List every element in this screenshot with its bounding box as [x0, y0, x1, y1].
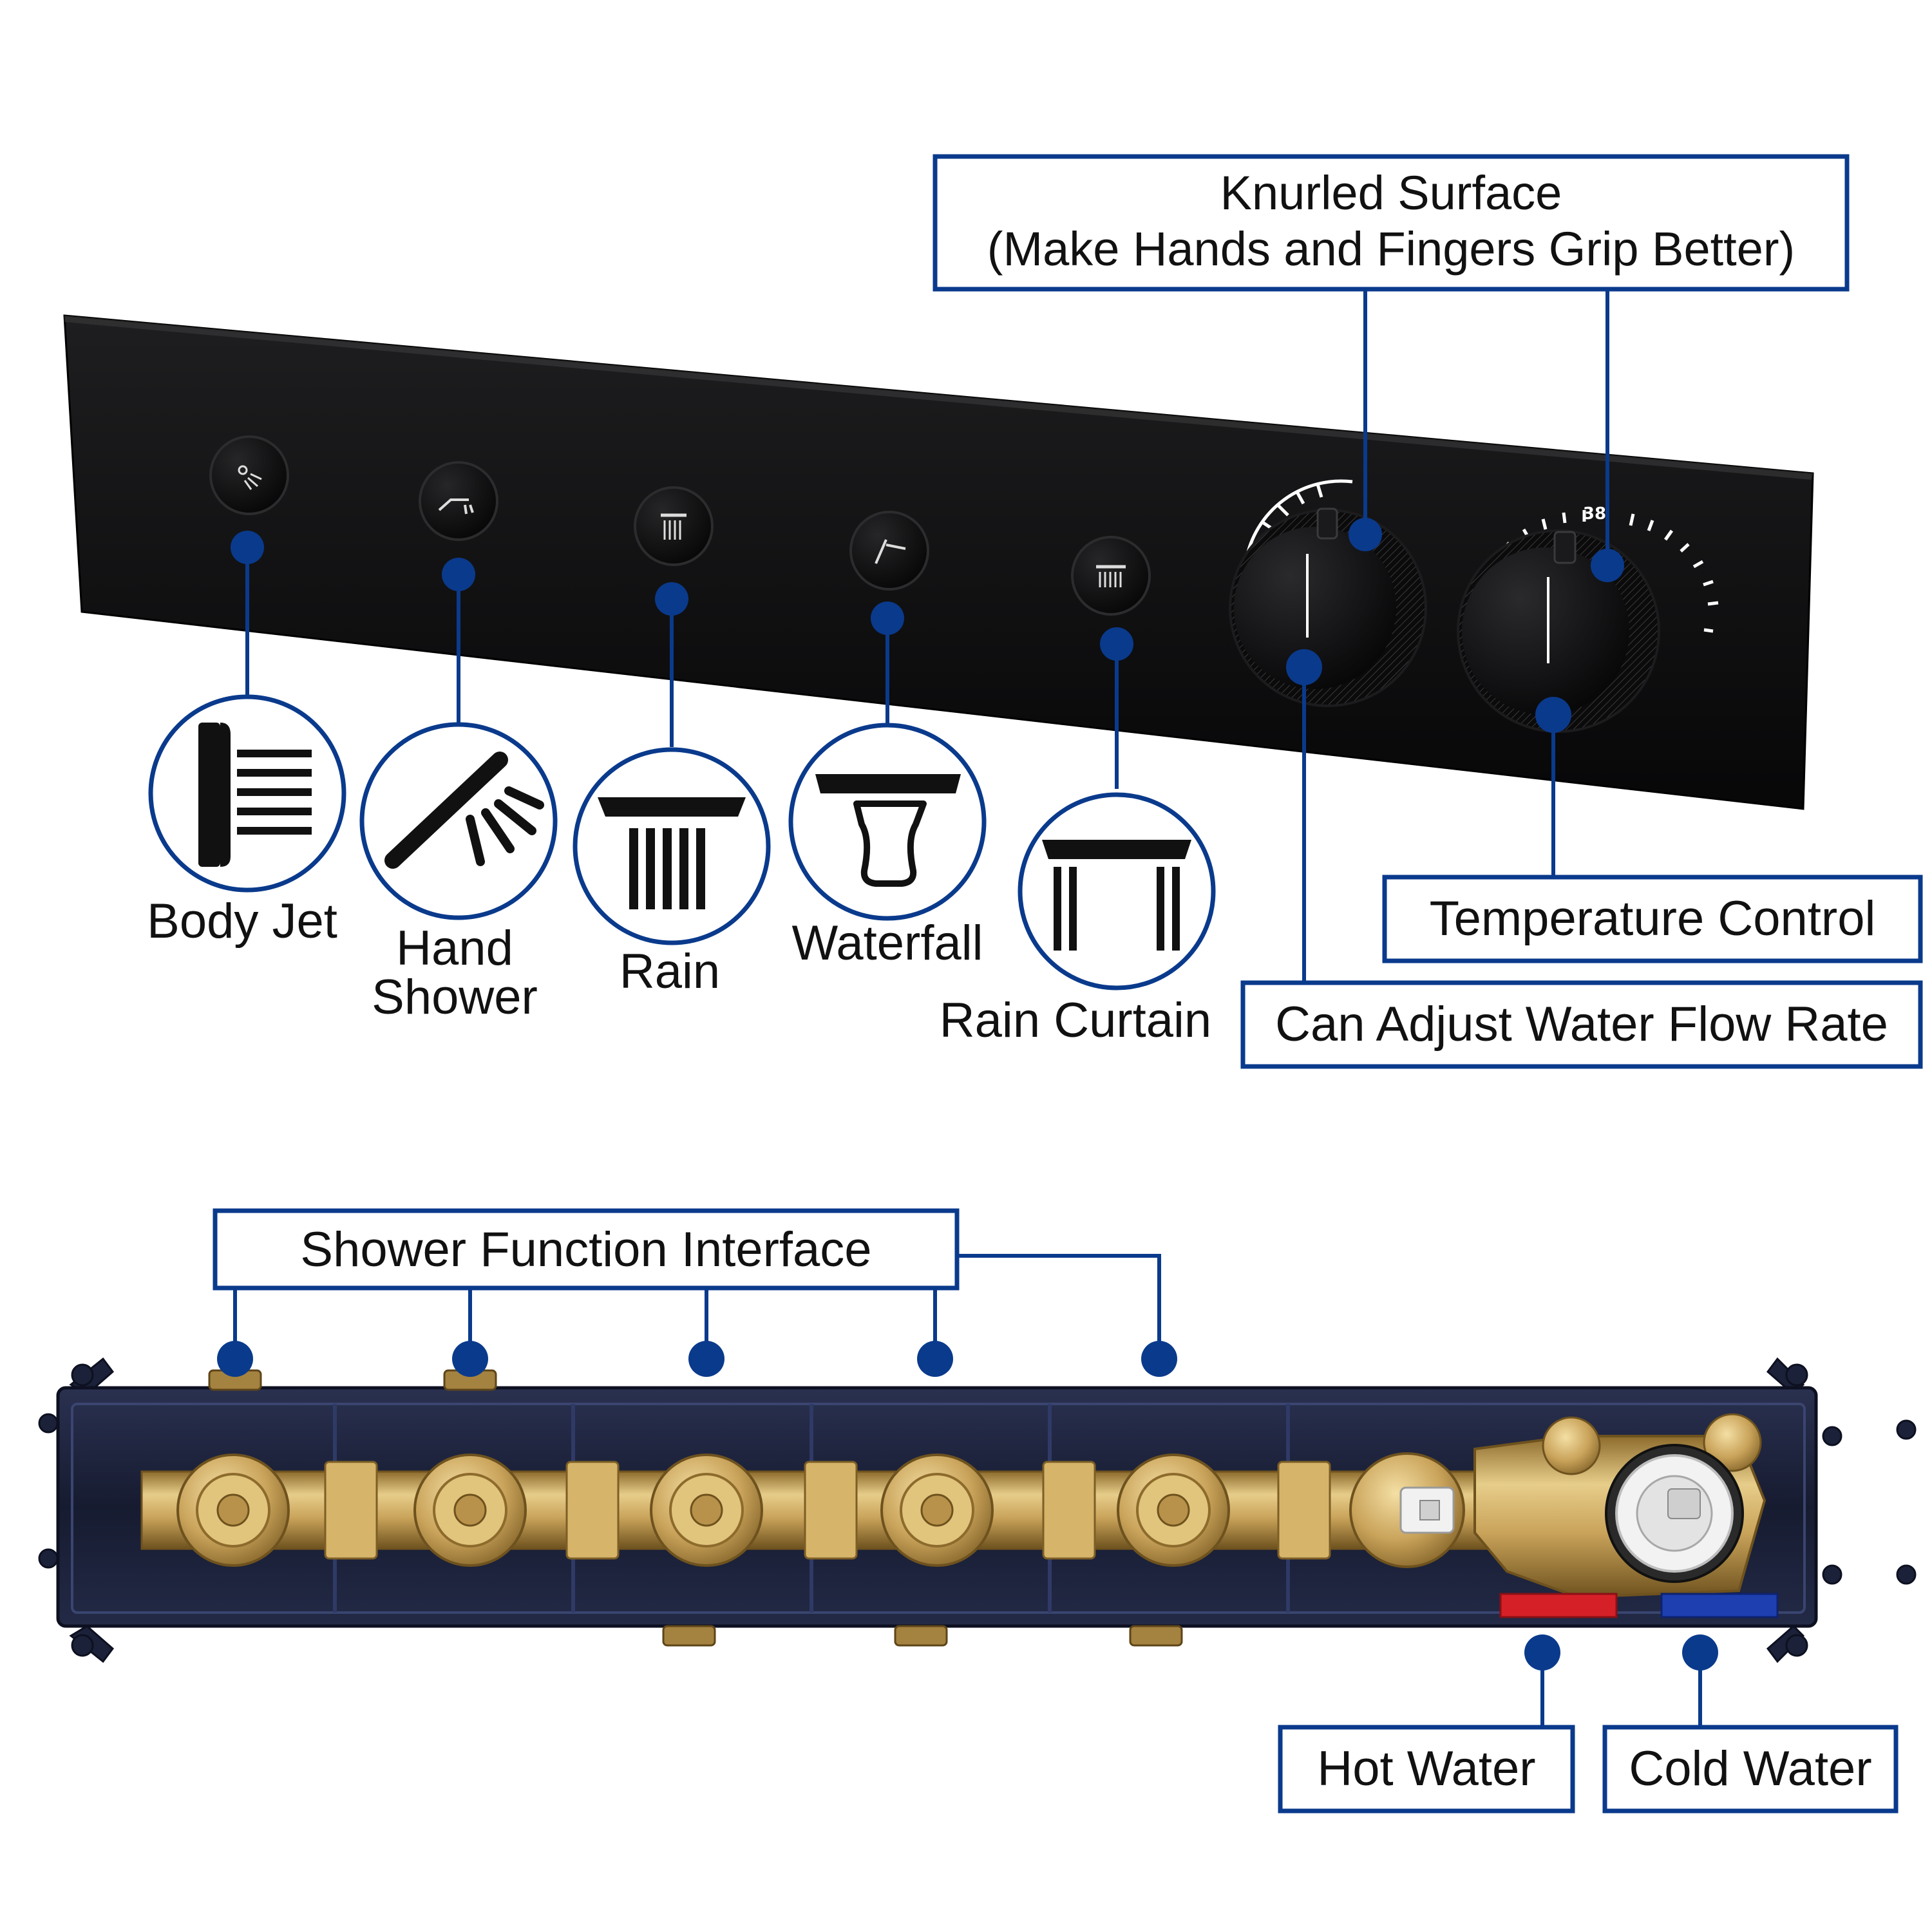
waterfall-button-icon — [875, 539, 906, 564]
flow-rate-label: Can Adjust Water Flow Rate — [1275, 997, 1888, 1052]
knurled-surface-callout: Knurled Surface (Make Hands and Fingers … — [933, 154, 1850, 292]
cold-water-inlet — [1660, 1593, 1779, 1618]
function-hand-shower: Hand Shower — [359, 722, 558, 1025]
button-body-jet[interactable] — [209, 435, 289, 515]
label-hand-shower-1: Hand — [396, 921, 513, 976]
hot-cold-leader-lines — [1540, 1653, 1702, 1727]
temperature-dial-number: 38 — [1583, 504, 1606, 524]
button-waterfall[interactable] — [849, 511, 929, 591]
valve-housing — [38, 1357, 1917, 1663]
button-rain-curtain[interactable] — [1071, 536, 1151, 616]
hand-shower-button-icon — [438, 498, 474, 515]
shower-function-interface-callout: Shower Function Interface — [213, 1208, 960, 1291]
label-hand-shower-2: Shower — [372, 970, 538, 1025]
button-hand-shower[interactable] — [419, 461, 498, 541]
rain-curtain-button-icon — [1096, 565, 1126, 587]
rain-button-icon — [661, 513, 687, 540]
label-waterfall: Waterfall — [791, 916, 983, 971]
thermostatic-valve-body — [1473, 1413, 1766, 1599]
label-rain-curtain: Rain Curtain — [940, 993, 1211, 1048]
function-rain-curtain: Rain Curtain — [940, 792, 1216, 1048]
temperature-control-knob[interactable]: 38 — [1457, 504, 1719, 733]
function-body-jet: Body Jet — [147, 694, 346, 949]
interface-dots — [217, 1341, 1177, 1377]
hot-water-callout: Hot Water — [1278, 1725, 1575, 1814]
flow-control-knob[interactable] — [1229, 479, 1427, 707]
knurled-dot-flow — [1349, 518, 1382, 551]
function-rain: Rain — [573, 747, 771, 999]
knurled-leader-lines — [1363, 289, 1609, 565]
body-jet-icon — [198, 723, 312, 867]
function-leader-lines — [245, 547, 1119, 789]
flow-rate-callout: Can Adjust Water Flow Rate — [1240, 980, 1923, 1069]
cartridge-4 — [880, 1454, 994, 1567]
cartridge-2 — [413, 1454, 527, 1567]
button-rain[interactable] — [634, 486, 714, 566]
temperature-control-label: Temperature Control — [1430, 891, 1876, 946]
rain-icon — [598, 797, 746, 909]
cartridge-1 — [176, 1454, 290, 1567]
function-dots — [231, 531, 1133, 661]
waterfall-icon — [815, 774, 961, 887]
flow-valve-body — [1349, 1452, 1465, 1568]
cartridge-5 — [1117, 1454, 1230, 1567]
knurled-callout-line1: Knurled Surface — [1220, 166, 1562, 220]
cold-water-callout: Cold Water — [1602, 1725, 1899, 1814]
label-body-jet: Body Jet — [147, 894, 337, 949]
hot-water-inlet — [1499, 1593, 1618, 1618]
function-waterfall: Waterfall — [788, 723, 987, 971]
cold-water-label: Cold Water — [1629, 1741, 1871, 1796]
rain-curtain-icon — [1042, 840, 1191, 951]
knob-leader-lines — [1302, 667, 1555, 983]
hot-water-label: Hot Water — [1317, 1741, 1535, 1796]
cartridge-3 — [650, 1454, 763, 1567]
hand-shower-icon — [384, 752, 544, 869]
body-jet-button-icon — [238, 465, 262, 490]
knurled-dot-temp — [1591, 549, 1624, 582]
knurled-callout-line2: (Make Hands and Fingers Grip Better) — [987, 222, 1795, 276]
shower-function-interface-label: Shower Function Interface — [300, 1222, 871, 1277]
label-rain: Rain — [620, 944, 720, 999]
temperature-control-callout: Temperature Control — [1382, 875, 1923, 963]
